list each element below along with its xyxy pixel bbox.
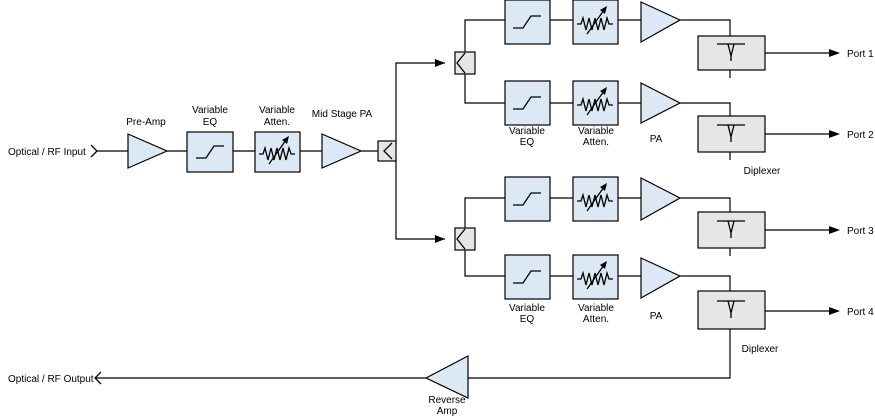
input-label: Optical / RF Input [8, 147, 86, 158]
input-terminal [90, 144, 98, 158]
main-eq-label-2: EQ [203, 117, 218, 128]
wire-split1-branch1 [464, 19, 505, 52]
b4-eq-label-2: EQ [520, 314, 535, 325]
port3-arrow [829, 226, 840, 234]
port2-arrow [829, 130, 840, 138]
output-terminal [94, 371, 102, 385]
wire-b3-pa-dip [680, 197, 731, 212]
splitter-main [377, 140, 397, 162]
split1-arrow [435, 59, 445, 67]
split2-arrow [435, 235, 445, 243]
port-4-label: Port 4 [847, 307, 874, 318]
wire-split1-branch2 [464, 74, 505, 104]
main-atten-label-1: Variable [259, 105, 295, 116]
splitter-upper-symbol [456, 52, 466, 74]
wire-splitter-lower [395, 159, 445, 240]
port-3-label: Port 3 [847, 226, 874, 237]
variable-atten-b3 [572, 176, 619, 222]
wire-split2-branch4 [464, 250, 505, 277]
reverse-amp-label-1: Reverse [428, 395, 466, 406]
splitter-main-symbol [383, 142, 393, 160]
diplexer-top-label: Diplexer [744, 166, 781, 177]
pre-amp-label: Pre-Amp [126, 117, 166, 128]
main-eq-label-1: Variable [192, 105, 228, 116]
mid-stage-pa-label: Mid Stage PA [312, 109, 373, 120]
b4-atten-label-2: Atten. [583, 314, 609, 325]
splitter-upper [454, 51, 476, 75]
wire-b1-pa-dip [680, 19, 731, 36]
b4-eq-label-1: Variable [509, 303, 545, 314]
pa-b3 [640, 177, 682, 222]
wire-reverse-path [468, 329, 731, 379]
pa-b2 [640, 82, 682, 124]
port1-arrow [829, 49, 840, 57]
port4-arrow [829, 307, 840, 315]
port-2-label: Port 2 [847, 130, 874, 141]
pre-amp [127, 133, 169, 169]
wire-splitter-upper [395, 62, 445, 143]
b2-atten-label-2: Atten. [583, 137, 609, 148]
port-arrows [435, 49, 840, 315]
b2-eq-label-2: EQ [520, 137, 535, 148]
wire-b2-pa-dip [680, 102, 731, 116]
splitter-lower [454, 227, 476, 251]
main-atten-label-2: Atten. [264, 117, 290, 128]
reverse-amp [424, 355, 469, 399]
output-label: Optical / RF Output [8, 374, 94, 385]
wire-b4-pa-dip [680, 275, 731, 291]
mid-stage-pa [321, 133, 363, 169]
b2-eq-label-1: Variable [509, 126, 545, 137]
splitter-lower-symbol [456, 228, 466, 250]
pa-b1 [640, 1, 682, 44]
b2-pa-label: PA [650, 134, 663, 145]
reverse-amp-label-2: Amp [437, 406, 458, 416]
b2-atten-label-1: Variable [578, 126, 614, 137]
wire-split2-branch3 [464, 197, 505, 228]
b4-pa-label: PA [650, 311, 663, 322]
b4-atten-label-1: Variable [578, 303, 614, 314]
port-1-label: Port 1 [847, 49, 874, 60]
wires [96, 19, 830, 379]
diplexer-bottom-label: Diplexer [742, 344, 779, 355]
pa-b4 [640, 257, 682, 300]
